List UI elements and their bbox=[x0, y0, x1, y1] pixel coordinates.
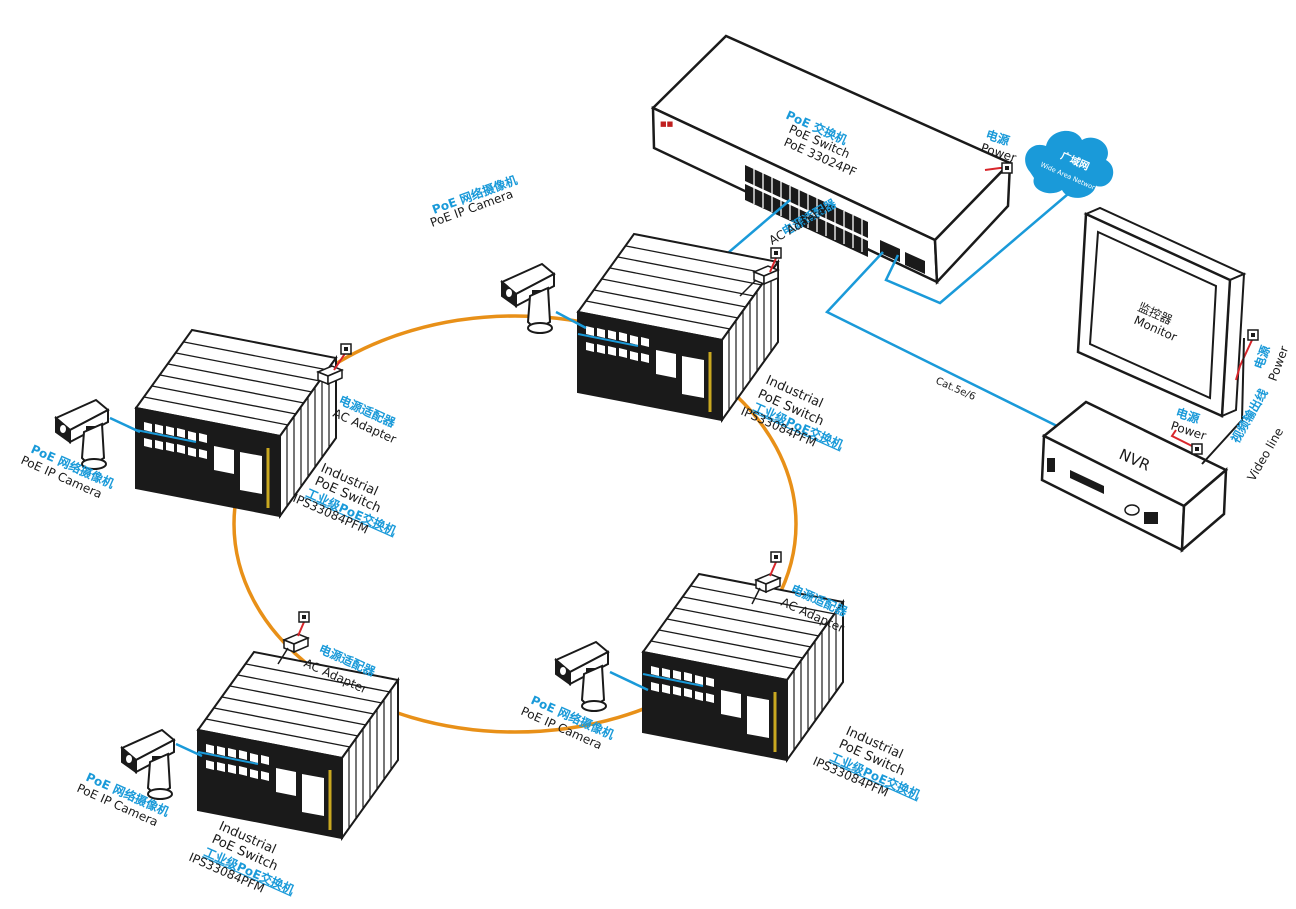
left-adapter-power-cable bbox=[333, 351, 347, 371]
video-line-cable bbox=[1201, 337, 1245, 465]
monitor-icon bbox=[1076, 206, 1247, 418]
top-industrial-switch bbox=[576, 232, 780, 422]
core-switch-logo: ■■ bbox=[660, 120, 673, 128]
ring-cable bbox=[232, 314, 798, 734]
top-camera-cable bbox=[555, 310, 587, 330]
monitor-power-cable bbox=[1235, 339, 1253, 381]
core-power-outlet-icon bbox=[1001, 162, 1013, 174]
core-to-wan-cable bbox=[884, 193, 1069, 305]
bottom-right-adapter-power-cable bbox=[769, 561, 777, 577]
bottom-left-camera-cable bbox=[175, 742, 203, 758]
left-camera-cable bbox=[109, 416, 141, 434]
bottom-right-camera-cable bbox=[609, 670, 649, 692]
nvr-icon bbox=[1040, 400, 1229, 553]
bottom-left-adapter-power-cable bbox=[297, 621, 305, 637]
top-adapter-power-cable bbox=[769, 257, 777, 273]
left-industrial-switch bbox=[134, 328, 338, 518]
nvr-power-cable bbox=[1170, 429, 1197, 449]
bottom-left-industrial-switch bbox=[196, 650, 400, 840]
nvr-power-outlet-icon bbox=[1191, 443, 1203, 455]
bottom-right-camera-icon bbox=[555, 641, 609, 712]
top-camera-icon bbox=[501, 263, 555, 334]
wan-cloud-icon bbox=[1025, 130, 1114, 198]
core-power-cn: 电源 bbox=[984, 127, 1011, 149]
bottom-right-adapter-outlet-icon bbox=[770, 551, 782, 563]
left-adapter-outlet-icon bbox=[340, 343, 352, 355]
video-line-en: Video line bbox=[1244, 425, 1286, 483]
top-adapter-outlet-icon bbox=[770, 247, 782, 259]
nvr-power-cn: 电源 bbox=[1174, 405, 1201, 427]
core-poe-switch: ■■ bbox=[650, 34, 1013, 286]
monitor-power-outlet-icon bbox=[1247, 329, 1259, 341]
bottom-left-adapter-outlet-icon bbox=[298, 611, 310, 623]
cable-type-label: Cat.5e/6 bbox=[934, 376, 977, 403]
core-to-nvr-cable bbox=[824, 251, 1062, 430]
